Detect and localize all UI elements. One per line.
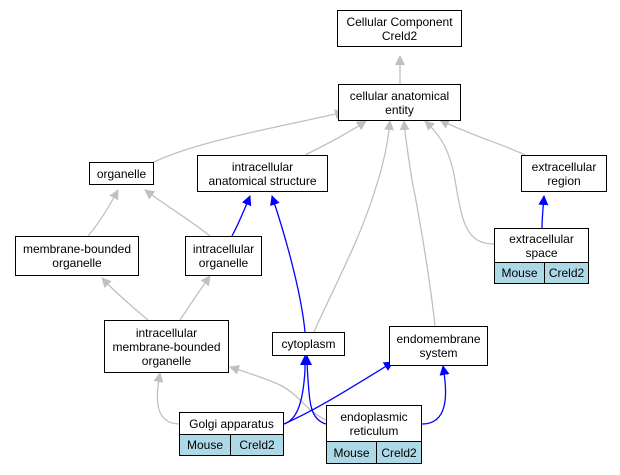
edge-extracellular-space-to-cae <box>424 120 495 245</box>
node-extracellular-region[interactable]: extracellular region <box>521 155 607 192</box>
node-membrane-bounded-organelle[interactable]: membrane-bounded organelle <box>15 236 139 276</box>
edge-imbo-to-mbo <box>101 277 149 321</box>
node-extracellular-space[interactable]: extracellular space <box>494 228 589 262</box>
edge-endomembrane-to-cae <box>399 120 436 327</box>
node-cellular-component-creld2[interactable]: Cellular Component Creld2 <box>337 10 462 47</box>
badge-organism: Mouse <box>494 262 545 284</box>
edge-io-to-organelle <box>144 189 211 237</box>
edge-mbo-to-organelle <box>87 189 119 237</box>
node-cytoplasm[interactable]: cytoplasm <box>272 332 345 356</box>
edge-io-to-ias <box>231 195 252 237</box>
edge-golgi-to-imbo <box>153 372 181 425</box>
edge-ias-to-cae <box>304 120 367 156</box>
edge-imbo-to-io <box>179 275 211 321</box>
node-organelle[interactable]: organelle <box>89 162 154 185</box>
edge-er-to-cytoplasm <box>302 355 327 425</box>
node-intracellular-organelle[interactable]: intracellular organelle <box>185 236 262 276</box>
node-golgi-apparatus[interactable]: Golgi apparatus <box>179 412 284 434</box>
edge-cytoplasm-to-cae <box>313 120 395 333</box>
edge-extracellular-region-to-cae <box>439 119 526 156</box>
node-intracellular-membrane-bounded-organelle[interactable]: intracellular membrane-bounded organelle <box>104 320 229 373</box>
node-endoplasmic-reticulum[interactable]: endoplasmic reticulum <box>326 405 422 441</box>
badge-gene: Creld2 <box>230 434 284 456</box>
node-endomembrane-system[interactable]: endomembrane system <box>389 326 488 366</box>
edge-organelle-to-cae <box>153 109 345 163</box>
edge-extracellular-space-to-extracellular-region <box>538 195 549 229</box>
node-cellular-anatomical-entity[interactable]: cellular anatomical entity <box>338 84 461 121</box>
badge-organism: Mouse <box>326 441 377 464</box>
badge-gene: Creld2 <box>376 441 422 464</box>
edge-golgi-to-endomembrane <box>283 361 394 425</box>
badge-gene: Creld2 <box>544 262 589 284</box>
edge-cytoplasm-to-ias <box>270 195 306 333</box>
edge-er-to-endomembrane <box>421 365 450 425</box>
node-intracellular-anatomical-structure[interactable]: intracellular anatomical structure <box>197 155 328 192</box>
badge-organism: Mouse <box>179 434 231 456</box>
